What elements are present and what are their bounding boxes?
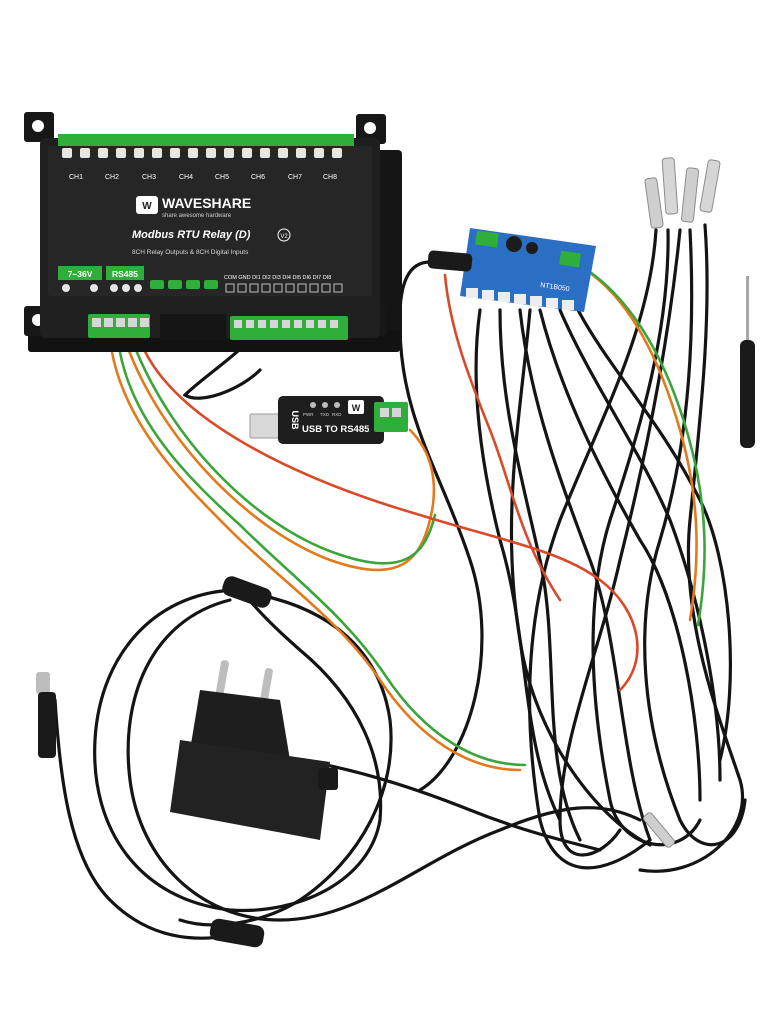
ferrite-bead bbox=[209, 918, 265, 948]
brand-name: WAVESHARE bbox=[162, 195, 251, 211]
dc-barrel-plug bbox=[427, 250, 473, 272]
model-name: Modbus RTU Relay (D) bbox=[132, 229, 251, 241]
power-label: 7~36V bbox=[68, 269, 93, 279]
channel-label: CH3 bbox=[142, 174, 156, 181]
di-terminals bbox=[225, 283, 343, 293]
led-label: RXD bbox=[332, 412, 342, 417]
rs485-label: RS485 bbox=[112, 269, 138, 279]
channel-label: CH8 bbox=[323, 174, 337, 181]
channel-label: CH6 bbox=[251, 174, 265, 181]
channel-label: CH1 bbox=[69, 174, 83, 181]
waveshare-logo-icon bbox=[136, 196, 158, 214]
temperature-probes bbox=[643, 157, 721, 848]
version-badge: V2 bbox=[280, 234, 288, 240]
model-subtitle: 8CH Relay Outputs & 8CH Digital Inputs bbox=[132, 249, 249, 256]
channel-label: CH4 bbox=[179, 174, 193, 181]
led-label: PWR bbox=[303, 412, 314, 417]
status-leds bbox=[150, 280, 218, 289]
power-terminals bbox=[62, 284, 142, 292]
usb-plug bbox=[249, 413, 281, 439]
svg-text:W: W bbox=[352, 403, 361, 413]
led-label: TXD bbox=[320, 412, 330, 417]
channel-label: CH5 bbox=[215, 174, 229, 181]
power-adapter bbox=[170, 660, 338, 840]
sensor-board-label: NT1B050 bbox=[540, 282, 570, 293]
channel-label: CH7 bbox=[288, 174, 302, 181]
channel-label: CH2 bbox=[105, 174, 119, 181]
bnc-connector bbox=[36, 672, 56, 758]
sensor-board: NT1B050 bbox=[427, 228, 596, 312]
rs485-wires bbox=[108, 268, 706, 772]
sensor-connectors bbox=[466, 288, 574, 310]
converter-label: USB TO RS485 bbox=[302, 424, 370, 435]
ferrite-bead bbox=[222, 576, 272, 608]
brand-tagline: share awesome hardware bbox=[162, 213, 232, 219]
black-cables bbox=[53, 223, 747, 940]
converter-terminal bbox=[374, 402, 408, 432]
svg-text:W: W bbox=[142, 201, 152, 212]
di-labels: COM GND DI1 DI2 DI3 DI4 DI5 DI6 DI7 DI8 bbox=[224, 275, 331, 281]
channel-labels: CH1 CH2 CH3 CH4 CH5 CH6 CH7 CH8 bbox=[69, 174, 337, 181]
screwdriver bbox=[740, 276, 755, 448]
usb-text: USB bbox=[290, 410, 300, 430]
relay-module: CH1 CH2 CH3 CH4 CH5 CH6 CH7 CH8 W WAVESH… bbox=[24, 112, 402, 352]
top-terminal-screws bbox=[62, 148, 342, 158]
usb-rs485-converter: USB PWR TXD RXD USB TO RS485 W bbox=[249, 396, 408, 444]
